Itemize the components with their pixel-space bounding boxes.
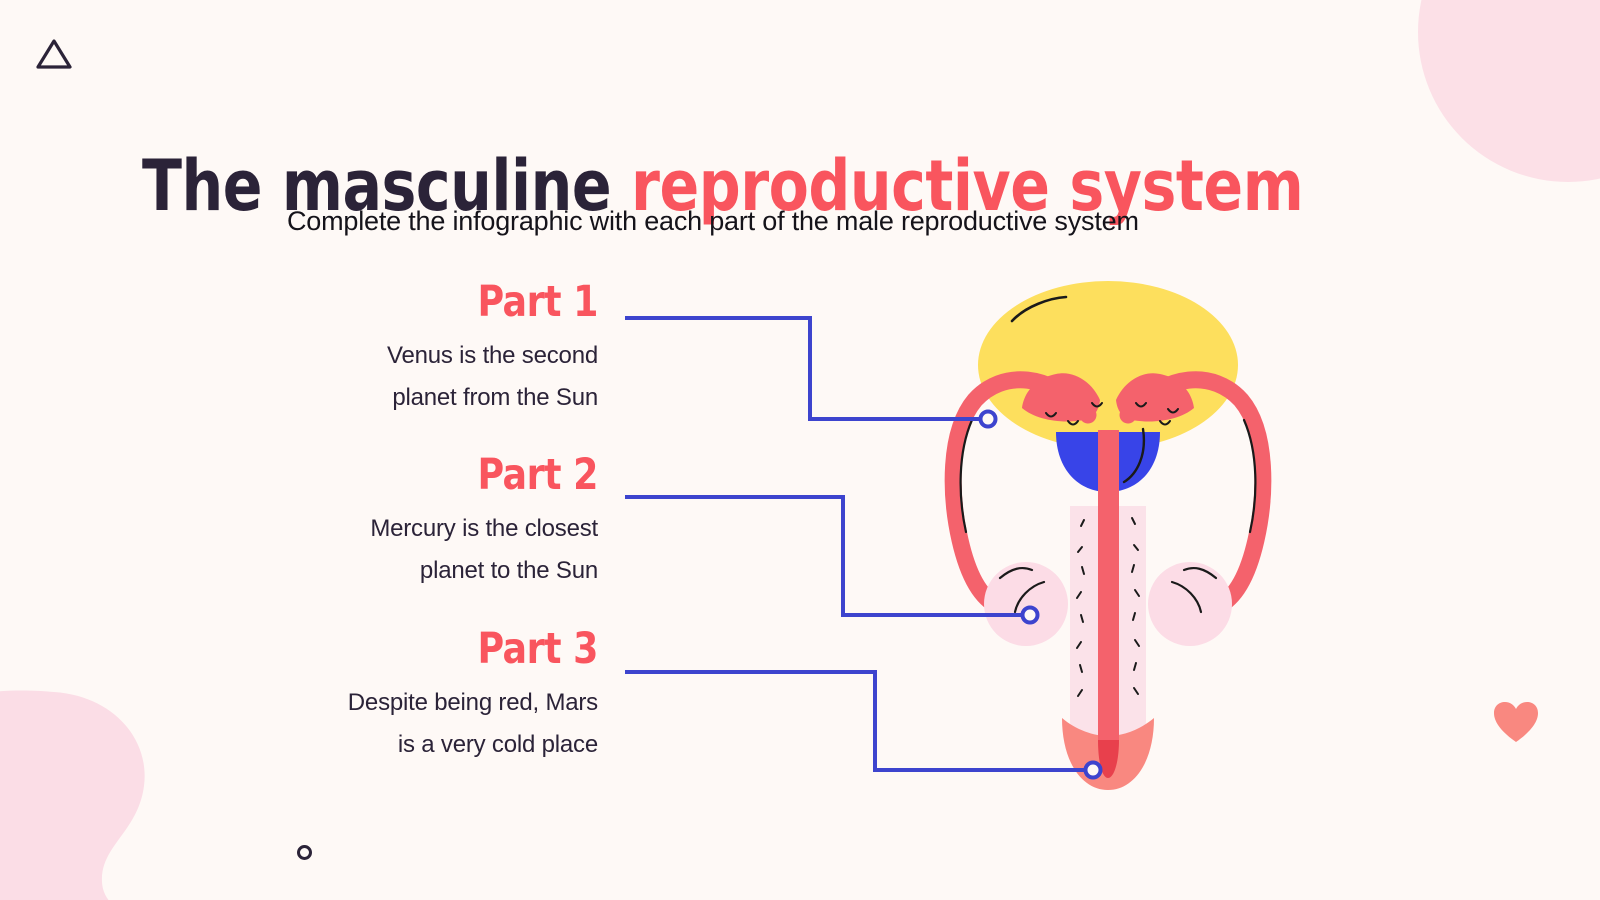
part-2-description-line-1: Mercury is the closest	[370, 515, 598, 542]
blob-top-right-decoration	[1418, 0, 1600, 182]
part-block-3: Part 3 Despite being red, Mars is a very…	[268, 624, 599, 766]
part-3-description: Despite being red, Mars is a very cold p…	[268, 682, 598, 766]
part-1-description-line-1: Venus is the second	[386, 342, 598, 369]
vas-deferens-right-highlight	[1242, 418, 1257, 534]
page-title: The masculine reproductive system	[142, 144, 1304, 227]
bladder-highlight-line	[1010, 295, 1068, 323]
connector-endpoint-dot-1[interactable]	[978, 409, 998, 429]
part-1-description-line-2: planet from the Sun	[392, 384, 598, 411]
part-block-2: Part 2 Mercury is the closest planet to …	[268, 450, 598, 592]
part-3-label: Part 3	[477, 624, 598, 674]
glans-penis	[1062, 718, 1154, 790]
connector-part-1	[625, 316, 983, 421]
connector-endpoint-dot-2[interactable]	[1020, 605, 1040, 625]
part-1-description: Venus is the second planet from the Sun	[268, 335, 598, 419]
shaft-texture	[1076, 517, 1140, 697]
vas-deferens-right	[1119, 371, 1272, 615]
part-2-description-line-2: planet to the Sun	[419, 557, 598, 584]
seminal-vesicle-texture	[1045, 402, 1179, 426]
part-1-label: Part 1	[477, 277, 598, 327]
testis-right	[1148, 562, 1232, 646]
small-ring-decoration	[297, 845, 312, 860]
part-block-1: Part 1 Venus is the second planet from t…	[268, 277, 599, 419]
connector-part-3	[625, 670, 1088, 772]
testis-left-highlight	[1013, 580, 1046, 614]
page-subtitle: Complete the infographic with each part …	[287, 206, 1139, 236]
triangle-icon	[36, 39, 72, 69]
epididymis-right-line	[1182, 567, 1218, 580]
urethra-tube	[1098, 430, 1119, 740]
seminal-vesicle-left	[1022, 373, 1100, 422]
epididymis-left-line	[998, 567, 1034, 580]
testis-right-highlight	[1170, 580, 1203, 614]
seminal-vesicle-right	[1116, 373, 1194, 422]
urethral-opening	[1098, 740, 1119, 778]
blob-bottom-left-decoration	[0, 690, 145, 900]
connector-part-2	[625, 495, 1025, 617]
part-3-description-line-1: Despite being red, Mars	[347, 689, 598, 716]
testis-left	[984, 562, 1068, 646]
penis-shaft	[1070, 506, 1146, 786]
part-2-label: Part 2	[477, 450, 598, 500]
bladder-organ	[978, 281, 1238, 449]
page-title-accent: reproductive system	[631, 144, 1304, 227]
prostate-highlight-line	[1122, 427, 1146, 484]
connector-endpoint-dot-3[interactable]	[1083, 760, 1103, 780]
heart-icon	[1494, 702, 1538, 742]
vas-deferens-left	[944, 371, 1097, 615]
part-2-description: Mercury is the closest planet to the Sun	[268, 508, 598, 592]
prostate-organ	[1056, 432, 1160, 492]
part-3-description-line-2: is a very cold place	[397, 731, 598, 758]
vas-deferens-left-highlight	[959, 418, 974, 534]
page-title-dark: The masculine	[142, 144, 612, 227]
